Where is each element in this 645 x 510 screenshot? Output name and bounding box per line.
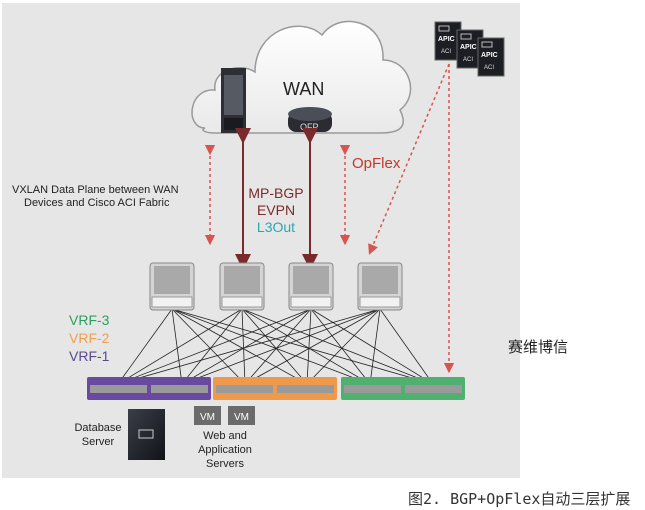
fabric-links	[117, 308, 434, 385]
fabric-link	[369, 308, 381, 385]
fabric-link	[181, 308, 243, 385]
fabric-link	[244, 308, 312, 385]
fabric-link	[241, 308, 434, 385]
fabric-link	[171, 308, 308, 385]
db-label-1: Database	[74, 422, 121, 434]
fabric-link	[310, 308, 371, 385]
spine-switch-icon	[149, 262, 195, 311]
mp-bgp-label: MP-BGP	[248, 185, 303, 201]
apic-controller-icon: APIC ACI	[477, 37, 505, 77]
vxlan-label-1: VXLAN Data Plane between WAN	[12, 184, 179, 196]
leaf-switch-icon	[405, 385, 462, 393]
database-server-icon	[128, 409, 165, 460]
leaf-group	[213, 377, 337, 400]
leaf-switch-icon	[151, 385, 208, 393]
vm-label-1: VM	[200, 412, 215, 423]
figure-caption: 图2. BGP+OpFlex自动三层扩展	[408, 490, 631, 508]
apic-cluster-icon: APIC ACI APIC ACI APIC ACI	[434, 21, 505, 77]
db-label-2: Server	[82, 436, 115, 448]
fabric-link	[241, 308, 371, 385]
apic-label: APIC	[460, 44, 477, 51]
wan-label: WAN	[283, 79, 324, 99]
vrf1-label: VRF-1	[69, 348, 110, 364]
vxlan-label-2: Devices and Cisco ACI Fabric	[24, 197, 170, 209]
vrf3-label: VRF-3	[69, 312, 110, 328]
apic-label: APIC	[481, 52, 498, 59]
fabric-link	[241, 308, 308, 385]
spine-switch-icon	[219, 262, 265, 311]
web-label-2: Application	[198, 444, 252, 456]
wan-chassis-icon	[221, 68, 246, 133]
fabric-link	[306, 308, 381, 385]
web-label-1: Web and	[203, 430, 247, 442]
leaf-switch-icon	[277, 385, 334, 393]
fabric-link	[117, 308, 381, 385]
qfp-label: QFP	[300, 122, 319, 132]
aci-label: ACI	[484, 65, 494, 71]
spine-switches	[149, 262, 403, 311]
leaf-switch-icon	[344, 385, 401, 393]
spine-switch-icon	[288, 262, 334, 311]
web-label-3: Servers	[206, 458, 244, 470]
aci-label: ACI	[463, 57, 473, 63]
leaf-group	[87, 377, 211, 400]
fabric-link	[181, 308, 381, 385]
leaf-switch-icon	[216, 385, 273, 393]
fabric-link	[171, 308, 434, 385]
vrf2-label: VRF-2	[69, 330, 110, 346]
qfp-router-icon: QFP	[288, 107, 332, 132]
fabric-link	[306, 308, 312, 385]
fabric-link	[244, 308, 381, 385]
fabric-link	[181, 308, 312, 385]
fabric-link	[117, 308, 173, 385]
fabric-link	[171, 308, 371, 385]
apic-to-spine-arrow	[368, 63, 450, 255]
fabric-link	[117, 308, 312, 385]
fabric-link	[171, 308, 246, 385]
fabric-link	[310, 308, 434, 385]
vm-icon	[228, 406, 255, 425]
leaf-switch-icon	[90, 385, 147, 393]
wan-cloud	[191, 20, 412, 134]
apic-label: APIC	[438, 36, 455, 43]
leaf-switches	[87, 377, 465, 400]
l3out-label: L3Out	[257, 219, 295, 235]
opflex-label: OpFlex	[352, 155, 401, 172]
spine-switch-icon	[357, 262, 403, 311]
leaf-group	[341, 377, 465, 400]
fabric-link	[379, 308, 434, 385]
fabric-link	[171, 308, 183, 385]
vm-label-2: VM	[234, 412, 249, 423]
aci-label: ACI	[441, 49, 451, 55]
watermark-text: 赛维博信	[508, 338, 569, 356]
vm-icon	[194, 406, 221, 425]
fabric-link	[117, 308, 243, 385]
evpn-label: EVPN	[257, 202, 295, 218]
fabric-link	[241, 308, 246, 385]
